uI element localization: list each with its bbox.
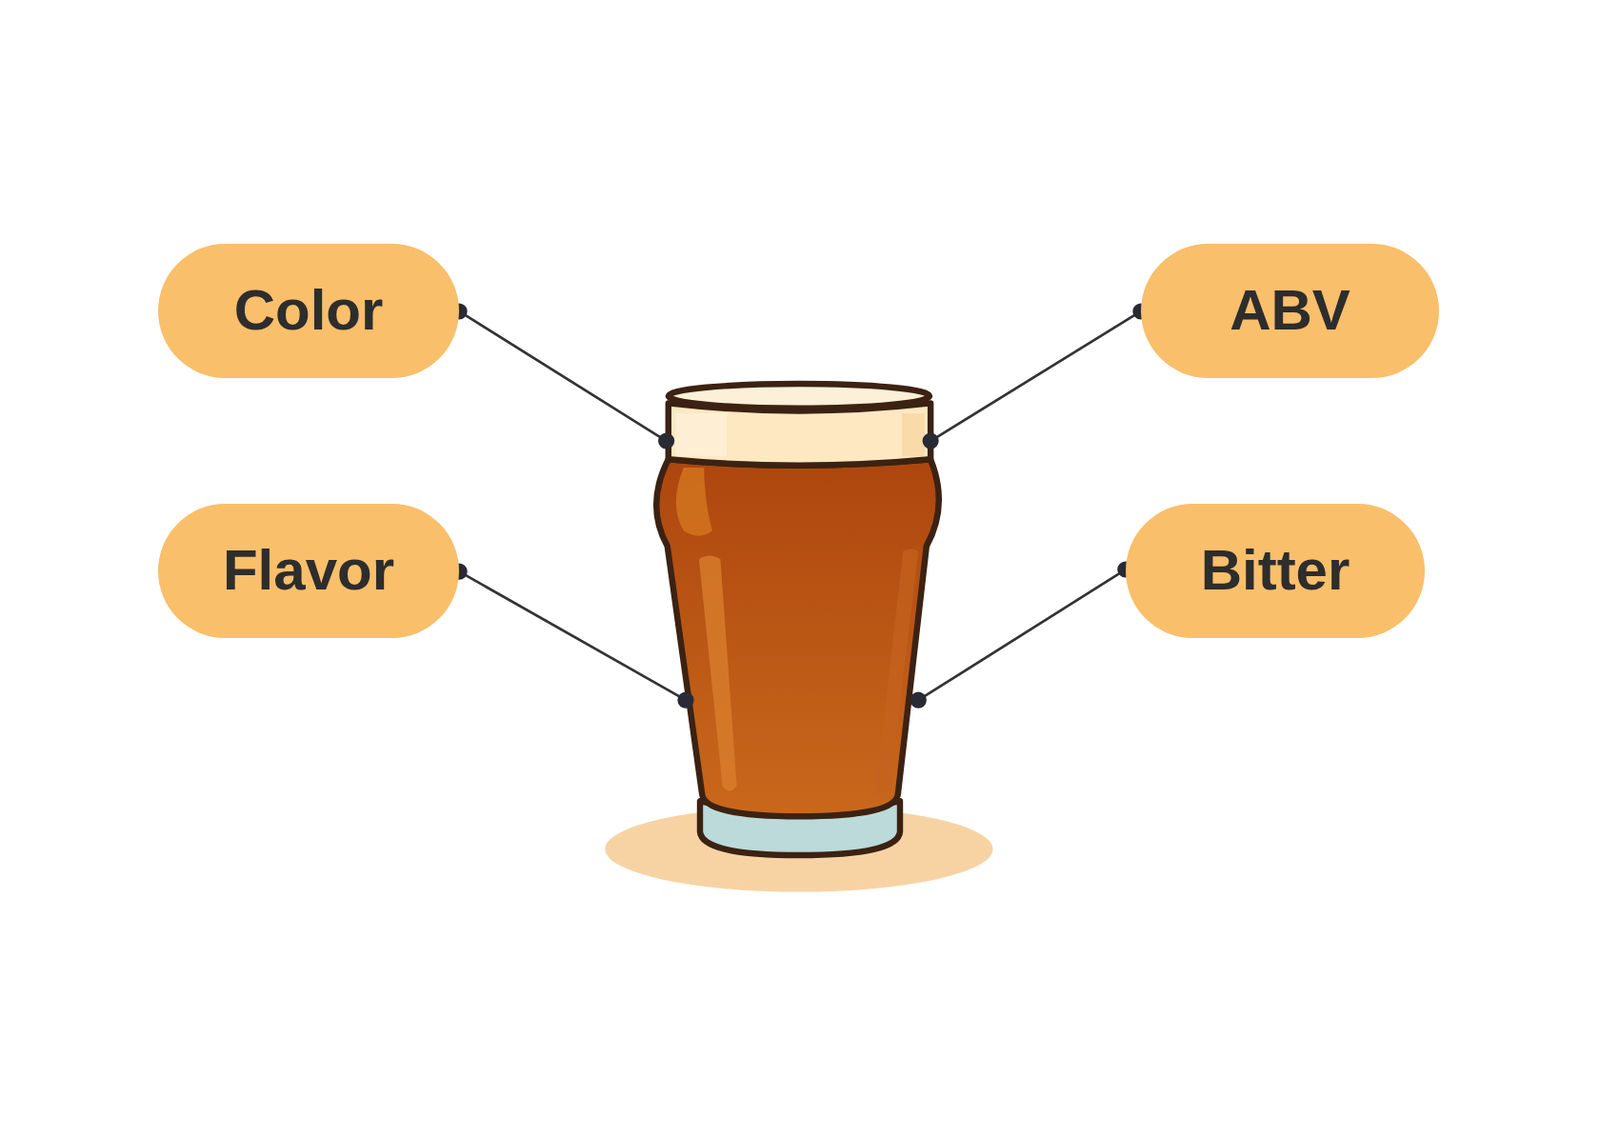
- beer-shade: [875, 549, 919, 795]
- foam-highlight: [675, 413, 727, 457]
- leader-dot: [677, 692, 694, 709]
- leader-line: [459, 311, 667, 441]
- leader-dot: [658, 432, 675, 449]
- leader-dot: [922, 432, 940, 449]
- beer-highlight: [699, 556, 738, 792]
- beer-highlight: [676, 467, 713, 537]
- label-pill: Bitter: [1125, 503, 1425, 639]
- label-text: ABV: [1229, 281, 1351, 340]
- leader-line: [459, 571, 686, 700]
- leader-dots: [451, 302, 1150, 708]
- leader-line: [918, 569, 1126, 700]
- beer-body: [656, 459, 940, 817]
- leader-line: [930, 311, 1141, 441]
- label-pill: Flavor: [158, 503, 460, 639]
- label-text: Flavor: [222, 541, 395, 600]
- label-text: Bitter: [1200, 541, 1351, 600]
- label-pill: ABV: [1140, 243, 1440, 379]
- leader-dot: [910, 692, 927, 709]
- foam-shade: [901, 413, 925, 457]
- leader-lines: [459, 311, 1141, 700]
- label-pill: Color: [158, 243, 460, 379]
- label-text: Color: [234, 281, 384, 340]
- beer-foam: [668, 402, 931, 465]
- glass-rim: [668, 383, 930, 409]
